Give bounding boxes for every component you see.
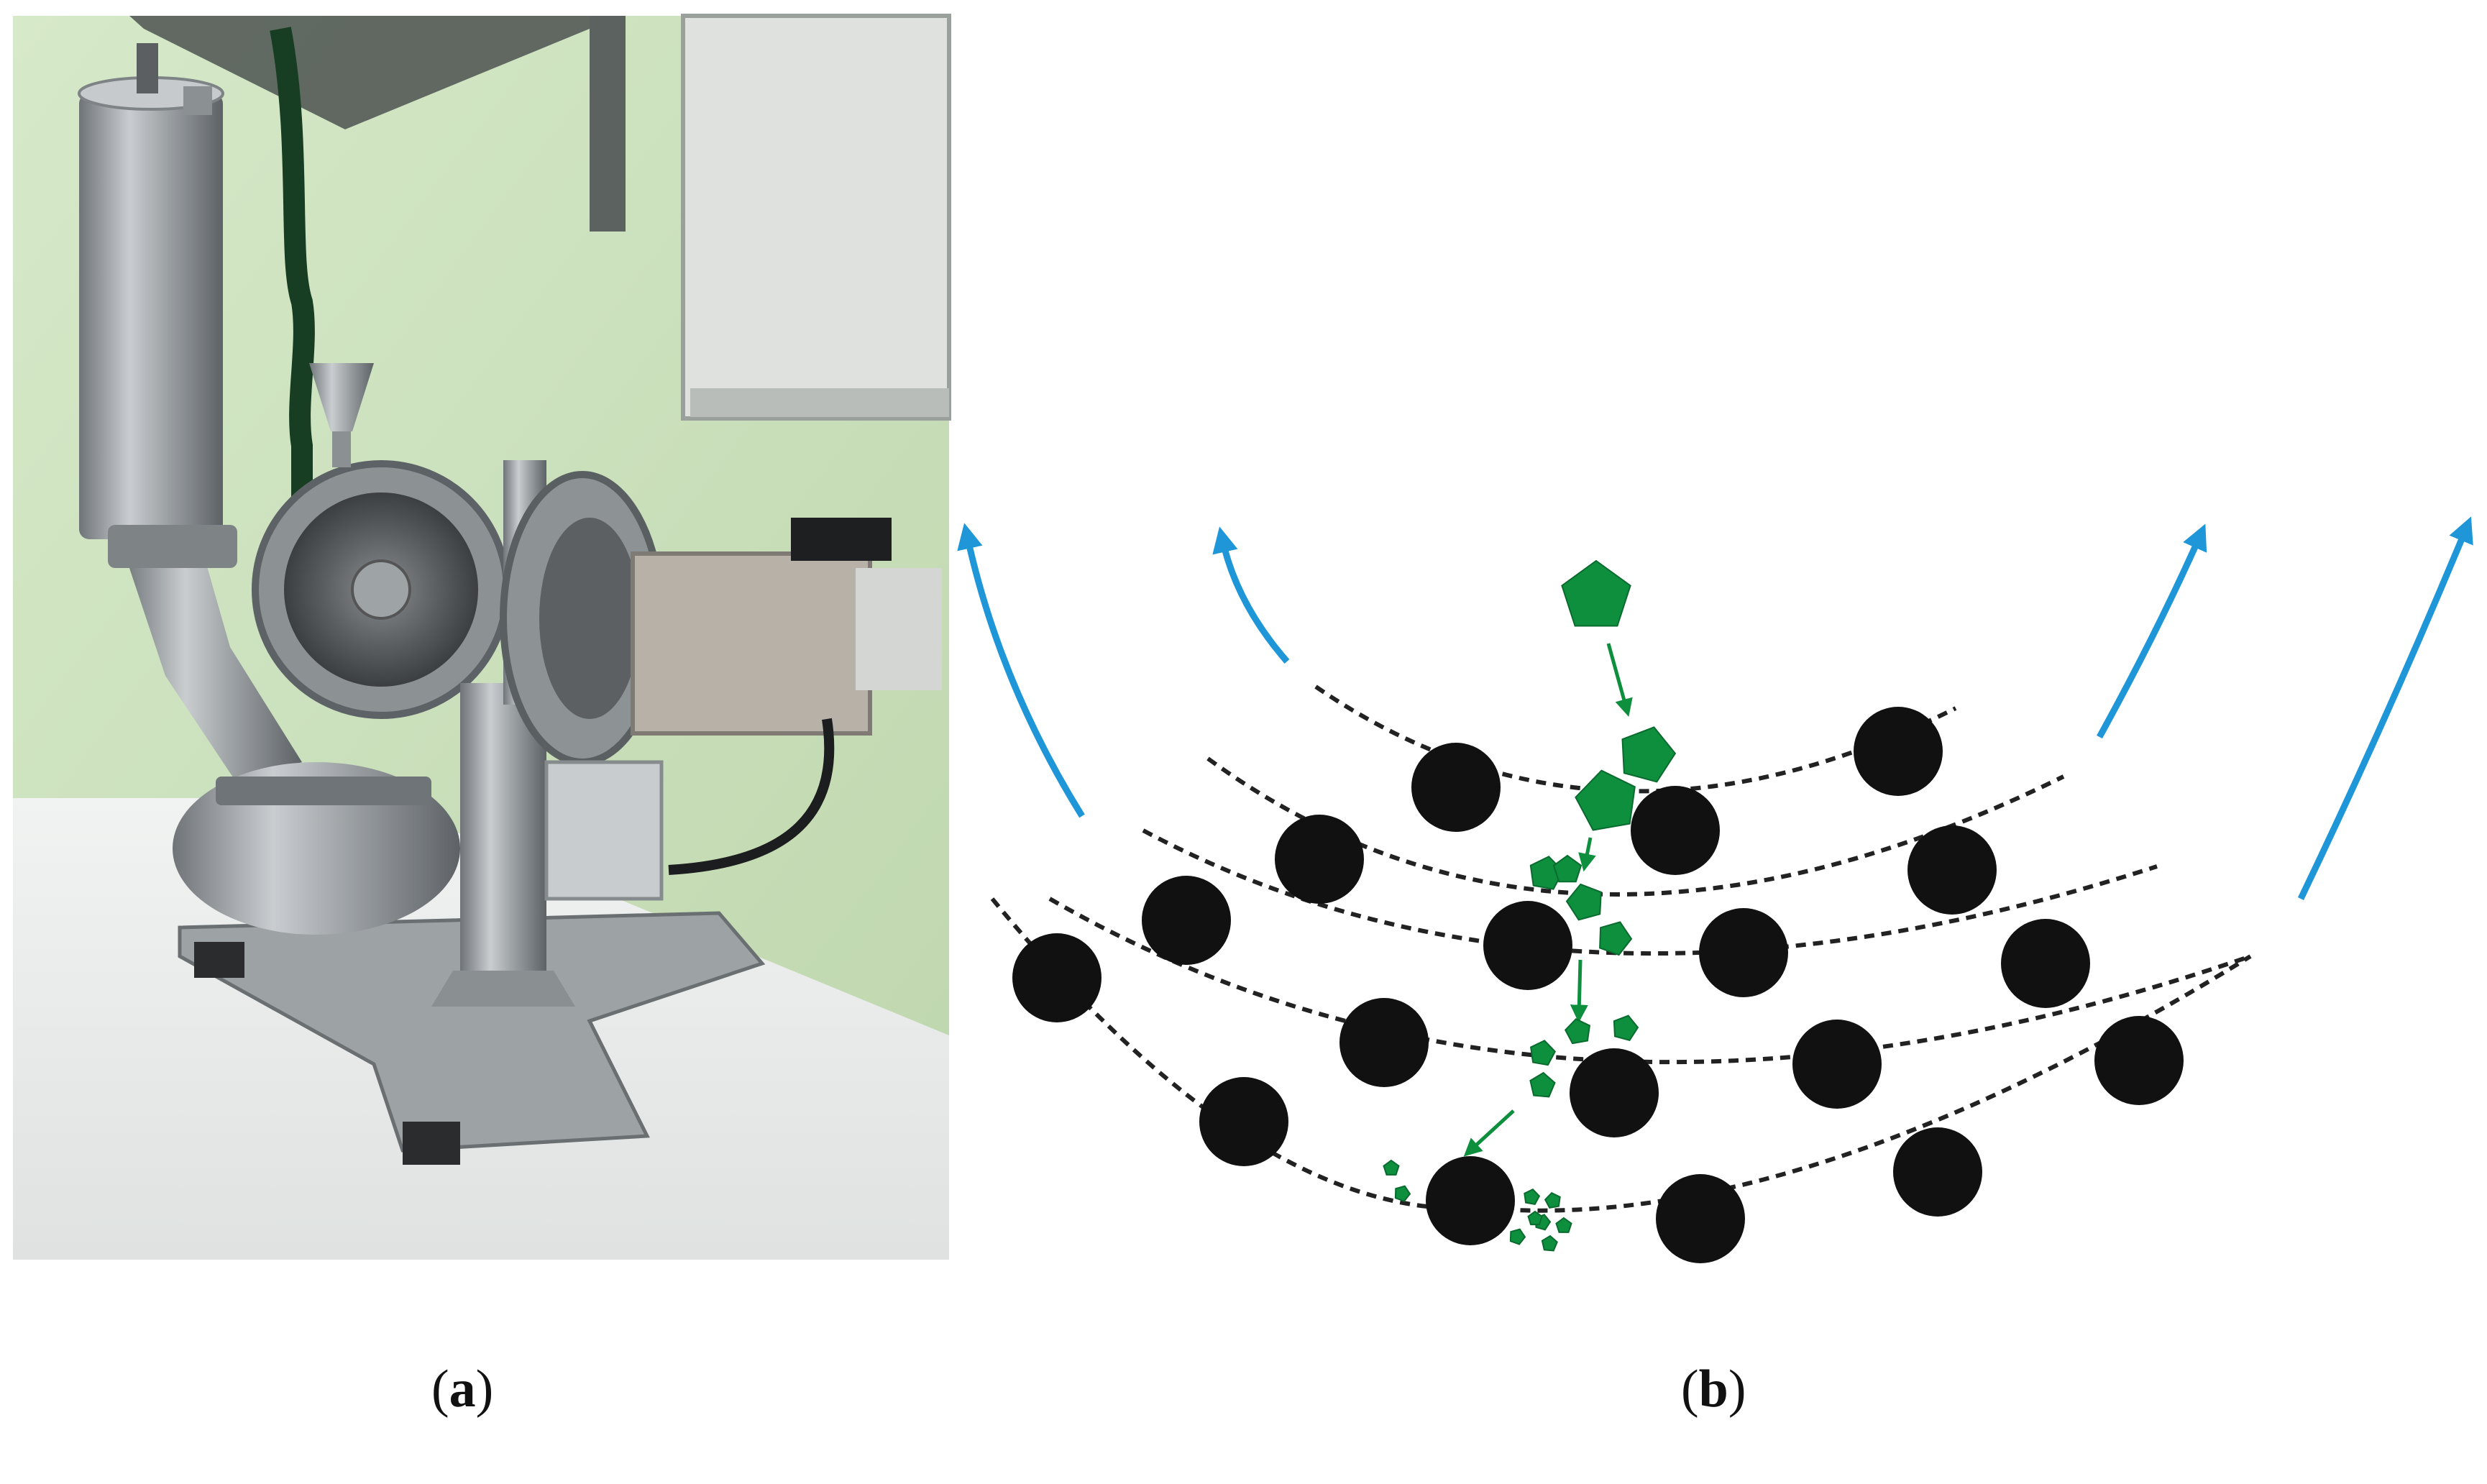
particle-17 <box>1555 1217 1572 1233</box>
motor-box <box>631 551 872 736</box>
cabinet-bottom-edge <box>690 388 949 417</box>
particle-14 <box>1524 1188 1541 1206</box>
particle-15 <box>1544 1191 1561 1209</box>
panel-a-label: (a) <box>431 1359 493 1420</box>
grinding-ball-4 <box>1631 786 1720 875</box>
base-plate <box>178 911 766 1153</box>
pipe-elbow <box>122 546 302 784</box>
grinding-ball-13 <box>1792 1020 1882 1109</box>
particle-7 <box>1552 854 1583 883</box>
particle-10 <box>1613 1014 1639 1041</box>
outward-arrow-1 <box>957 523 1085 818</box>
motor-fan <box>791 518 892 561</box>
grinding-ball-9 <box>2001 919 2090 1008</box>
foot-rear <box>194 942 244 978</box>
wall-bracket <box>129 16 618 129</box>
particle-path-arrow-2 <box>1578 837 1596 872</box>
grinding-ball-2 <box>1854 707 1943 796</box>
bowl-rim <box>216 777 431 805</box>
grinding-ball-14 <box>2094 1016 2184 1105</box>
pipe-clamp <box>108 525 237 568</box>
grinding-ball-7 <box>1483 901 1572 990</box>
panel-b-milling-diagram <box>957 516 2473 1263</box>
grinding-ball-11 <box>1339 998 1429 1087</box>
outward-arrow-3 <box>2097 523 2207 739</box>
particle-8 <box>1530 1040 1557 1066</box>
mill-hub <box>351 559 411 620</box>
particle-11 <box>1529 1071 1556 1098</box>
funnel-neck <box>332 431 351 467</box>
outward-arrow-2 <box>1212 526 1290 664</box>
particle-1 <box>1561 559 1631 627</box>
particle-20 <box>1527 1210 1543 1226</box>
grinding-ball-3 <box>1275 815 1364 904</box>
ball-track-3 <box>1142 828 2158 956</box>
wall-cabinet <box>681 14 951 421</box>
grinding-ball-5 <box>1907 825 1997 915</box>
wall-mount <box>856 568 942 690</box>
door-inner <box>539 518 640 719</box>
particle-19 <box>1541 1235 1558 1252</box>
spring-valve <box>137 43 158 93</box>
bracket-post <box>590 16 626 232</box>
particles <box>1383 559 1677 1252</box>
grinding-ball-8 <box>1699 908 1788 997</box>
particle-9 <box>1564 1018 1590 1045</box>
grinding-ball-10 <box>1012 933 1101 1022</box>
particle-3 <box>1575 769 1636 831</box>
particle-5 <box>1565 883 1602 921</box>
grinding-ball-18 <box>1893 1127 1982 1217</box>
power-cable <box>668 718 835 875</box>
grinding-ball-15 <box>1199 1077 1288 1166</box>
outward-arrows <box>957 516 2473 900</box>
particle-12 <box>1383 1159 1400 1176</box>
tank-port <box>183 86 212 115</box>
label-b-letter: b <box>1698 1360 1728 1419</box>
control-box <box>544 760 664 901</box>
grinding-ball-1 <box>1411 743 1501 832</box>
label-b-close: ) <box>1728 1360 1746 1419</box>
label-a-close: ) <box>475 1360 494 1419</box>
outward-arrow-4 <box>2297 516 2473 900</box>
foot-left <box>403 1122 460 1165</box>
particle-path-arrow-1 <box>1606 643 1633 718</box>
particle-path-arrow-3 <box>1570 959 1588 1023</box>
particle-6 <box>1599 921 1633 956</box>
cylinder-tank <box>79 93 223 539</box>
panel-b-label: (b) <box>1681 1359 1746 1420</box>
particle-18 <box>1509 1228 1526 1245</box>
grinding-ball-6 <box>1142 876 1231 965</box>
particle-13 <box>1394 1185 1411 1202</box>
particle-path-arrow-4 <box>1463 1109 1515 1157</box>
particle-2 <box>1621 726 1677 783</box>
grinding-balls <box>1012 707 2184 1263</box>
panel-a-mill-photo <box>13 14 951 1260</box>
column-foot <box>431 971 575 1007</box>
feed-funnel <box>309 363 374 431</box>
grinding-ball-17 <box>1656 1174 1745 1263</box>
label-b-open: ( <box>1681 1360 1699 1419</box>
label-a-letter: a <box>449 1360 476 1419</box>
ball-track-4 <box>1048 897 2251 1065</box>
hose <box>270 27 315 539</box>
label-a-open: ( <box>431 1360 449 1419</box>
grinding-ball-16 <box>1426 1156 1515 1245</box>
grinding-ball-12 <box>1570 1048 1659 1137</box>
particle-path-arrows <box>1463 643 1633 1157</box>
